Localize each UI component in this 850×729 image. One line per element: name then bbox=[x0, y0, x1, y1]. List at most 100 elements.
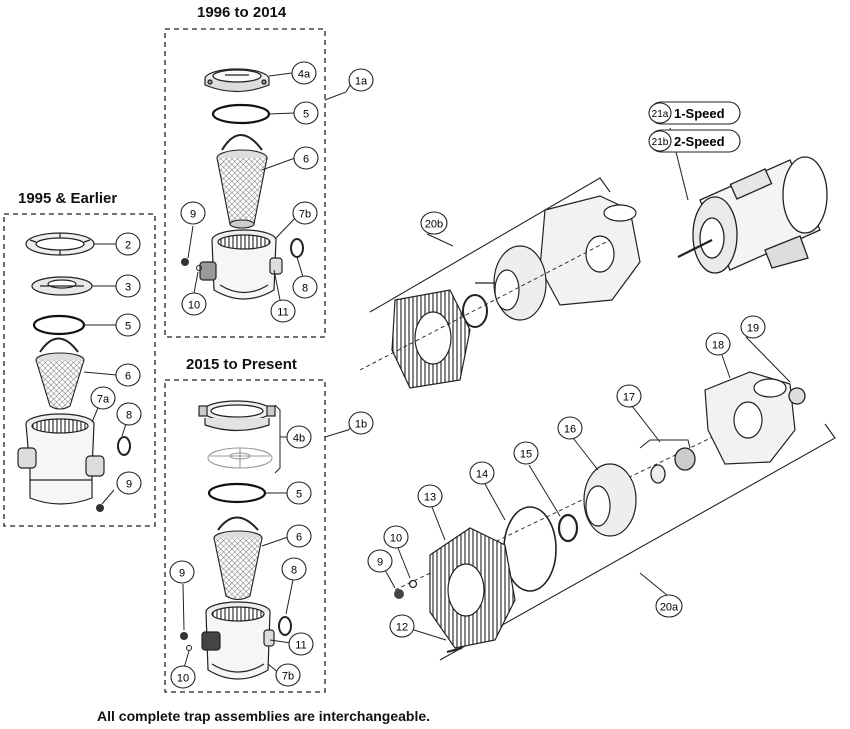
callout-8-lower: 8 bbox=[281, 557, 307, 581]
callout-21a-label: 21a bbox=[652, 109, 669, 120]
callout-1b: 1b bbox=[348, 411, 374, 435]
callout-21b-label: 21b bbox=[652, 137, 669, 148]
plug-19 bbox=[788, 387, 806, 405]
callout-15-label: 15 bbox=[520, 449, 532, 461]
motor-option-1-speed-label: 1-Speed bbox=[674, 106, 725, 121]
gasket-8-upper bbox=[290, 238, 304, 258]
callout-10-lower-label: 10 bbox=[177, 673, 189, 685]
motor-option-2-speed-label: 2-Speed bbox=[674, 134, 725, 149]
callout-4a-label: 4a bbox=[298, 69, 311, 81]
callout-9-left-label: 9 bbox=[126, 479, 132, 491]
frame-1995-earlier bbox=[3, 213, 156, 527]
callout-17-label: 17 bbox=[623, 392, 635, 404]
bracket-20b bbox=[369, 177, 611, 313]
heading-1995-earlier: 1995 & Earlier bbox=[18, 190, 118, 207]
lid-4b-insert-drawing bbox=[207, 447, 273, 469]
callout-10-pump-label: 10 bbox=[390, 533, 402, 545]
callout-6-left: 6 bbox=[115, 363, 141, 387]
callout-13-label: 13 bbox=[424, 492, 436, 504]
callout-4b-label: 4b bbox=[293, 433, 305, 445]
seal-17-drawing bbox=[650, 447, 696, 484]
callout-16: 16 bbox=[557, 416, 583, 440]
basket-6-lower-drawing bbox=[213, 516, 263, 601]
seal-20b bbox=[462, 294, 488, 328]
callout-14-label: 14 bbox=[476, 469, 488, 481]
callout-10-upper: 10 bbox=[181, 292, 207, 316]
callout-1a-label: 1a bbox=[355, 76, 368, 88]
trap-body-7b-lower-drawing bbox=[201, 601, 275, 680]
impeller-16-drawing bbox=[583, 463, 637, 537]
callout-9-pump-label: 9 bbox=[377, 557, 383, 569]
gasket-8-lower bbox=[278, 616, 292, 636]
screw-12 bbox=[446, 647, 463, 653]
basket-6-upper-drawing bbox=[216, 134, 268, 229]
callout-10-upper-label: 10 bbox=[188, 300, 200, 312]
axis-line-20b bbox=[359, 239, 611, 371]
trap-body-7b-upper-drawing bbox=[199, 229, 283, 300]
callout-13: 13 bbox=[417, 484, 443, 508]
faceplate-20b-drawing bbox=[391, 289, 471, 389]
callout-3-label: 3 bbox=[125, 282, 131, 294]
callout-20b: 20b bbox=[420, 211, 448, 235]
lid-4b-drawing bbox=[198, 400, 276, 432]
oring-5-lower bbox=[207, 482, 267, 504]
oring-10-lower bbox=[186, 645, 192, 651]
callout-18-label: 18 bbox=[712, 340, 724, 352]
frame-2015-present bbox=[164, 379, 326, 693]
callout-20b-label: 20b bbox=[425, 219, 443, 231]
callout-5-lower-label: 5 bbox=[296, 489, 302, 501]
callout-11-upper-label: 11 bbox=[277, 307, 288, 319]
callout-9-pump: 9 bbox=[367, 549, 393, 573]
callout-12: 12 bbox=[389, 614, 415, 638]
impeller-20b-drawing bbox=[475, 245, 547, 321]
callout-4a: 4a bbox=[291, 61, 317, 85]
callout-9-upper: 9 bbox=[180, 201, 206, 225]
motor-option-2-speed: 21b 2-Speed bbox=[648, 129, 741, 153]
heading-2015-present: 2015 to Present bbox=[186, 356, 297, 373]
motor-option-1-speed: 21a 1-Speed bbox=[648, 101, 741, 125]
callout-6-lower-label: 6 bbox=[296, 532, 302, 544]
callout-8-lower-label: 8 bbox=[291, 565, 297, 577]
callout-5-lower: 5 bbox=[286, 481, 312, 505]
callout-6-left-label: 6 bbox=[125, 371, 131, 383]
callout-1a: 1a bbox=[348, 68, 374, 92]
callout-8-left-label: 8 bbox=[126, 410, 132, 422]
oring-5-upper bbox=[211, 103, 271, 125]
callout-7a: 7a bbox=[90, 386, 116, 410]
oring-10-pump bbox=[408, 579, 418, 589]
oring-10-upper bbox=[196, 265, 202, 271]
callout-11-lower: 11 bbox=[288, 632, 314, 656]
callout-9-lower: 9 bbox=[169, 560, 195, 584]
callout-8-left: 8 bbox=[116, 402, 142, 426]
lid-4a-drawing bbox=[204, 68, 270, 93]
callout-6-lower: 6 bbox=[286, 524, 312, 548]
callout-9-upper-label: 9 bbox=[190, 209, 196, 221]
bracket-20a bbox=[439, 423, 836, 661]
callout-19: 19 bbox=[740, 315, 766, 339]
callout-5-upper: 5 bbox=[293, 101, 319, 125]
callout-3: 3 bbox=[115, 274, 141, 298]
callout-20a-label: 20a bbox=[660, 602, 679, 614]
callout-8-upper-label: 8 bbox=[302, 283, 308, 295]
callout-7b-upper-label: 7b bbox=[299, 209, 311, 221]
callout-7b-upper: 7b bbox=[292, 201, 318, 225]
drain-plug-9-left bbox=[96, 504, 104, 512]
callout-10-lower: 10 bbox=[170, 665, 196, 689]
callout-9-left: 9 bbox=[116, 471, 142, 495]
callout-16-label: 16 bbox=[564, 424, 576, 436]
callout-7b-lower: 7b bbox=[275, 663, 301, 687]
motor-drawing bbox=[677, 156, 828, 274]
callout-5-upper-label: 5 bbox=[303, 109, 309, 121]
callout-1b-label: 1b bbox=[355, 419, 367, 431]
heading-1996-2014: 1996 to 2014 bbox=[197, 4, 287, 21]
callout-12-label: 12 bbox=[396, 622, 408, 634]
callout-7a-label: 7a bbox=[97, 394, 110, 406]
faceplate-13-drawing bbox=[429, 527, 516, 649]
callout-11-lower-label: 11 bbox=[295, 640, 306, 652]
oring-14 bbox=[503, 506, 557, 592]
housing-18-drawing bbox=[704, 371, 796, 465]
callout-10-pump: 10 bbox=[383, 525, 409, 549]
diffuser-ring-15 bbox=[557, 513, 579, 543]
footer-note: All complete trap assemblies are interch… bbox=[97, 708, 431, 724]
